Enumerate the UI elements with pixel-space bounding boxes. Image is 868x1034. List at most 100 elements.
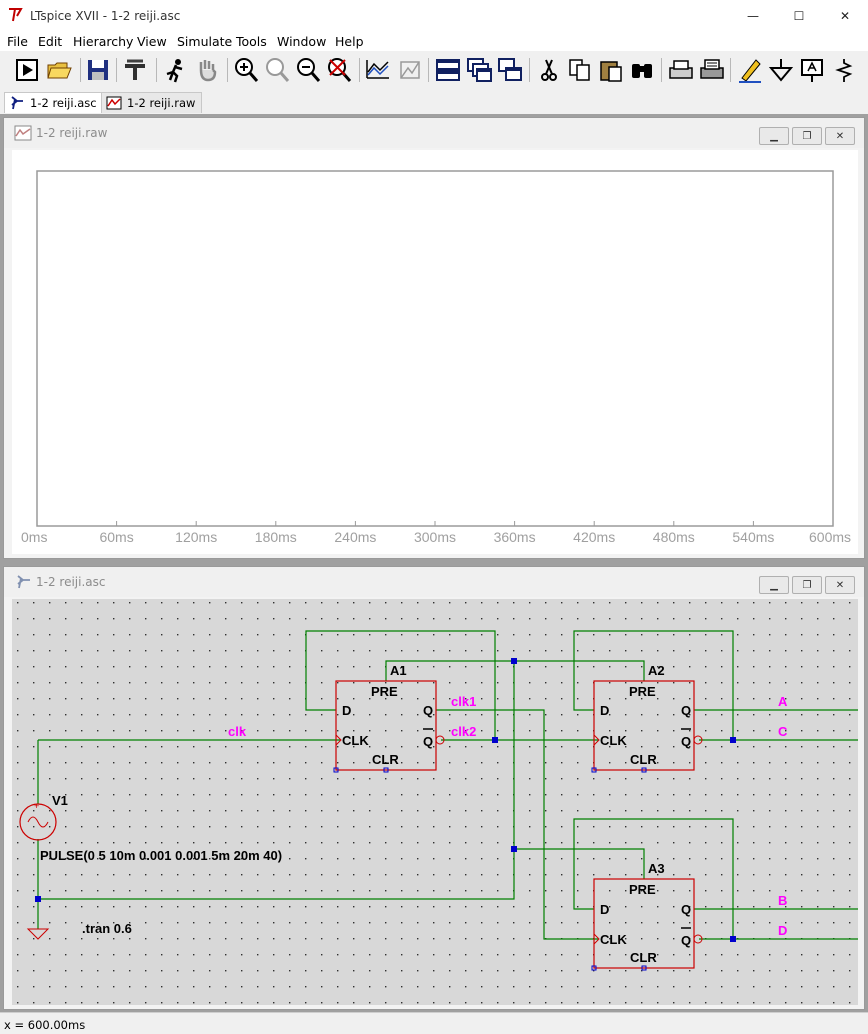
open-icon[interactable] xyxy=(45,56,73,84)
print-preview-icon[interactable] xyxy=(667,56,695,84)
schematic-restore-button[interactable]: ❐ xyxy=(792,576,822,594)
maximize-button[interactable]: ☐ xyxy=(793,8,805,23)
pin-q-label: Q xyxy=(423,703,433,718)
voltage-source-v1[interactable]: + V1 PULSE(0 5 10m 0.001 0.001 5m 20m 40… xyxy=(19,793,282,863)
x-tick-label: 0ms xyxy=(21,529,47,545)
net-label-b[interactable]: B xyxy=(778,893,787,908)
ground-symbol[interactable] xyxy=(26,928,50,940)
schematic-icon xyxy=(11,96,23,110)
pin-d-label: D xyxy=(600,703,609,718)
pin-clk-label: CLK xyxy=(342,733,369,748)
junctions xyxy=(35,658,736,942)
zoom-full-icon[interactable] xyxy=(263,56,291,84)
schematic-minimize-button[interactable]: ▁ xyxy=(759,576,789,594)
zoom-cancel-icon[interactable] xyxy=(325,56,353,84)
net-label-c[interactable]: C xyxy=(778,724,788,739)
tab-schematic[interactable]: 1-2 reiji.asc xyxy=(4,92,104,113)
tile-vertical-icon[interactable] xyxy=(496,56,524,84)
label-net-icon[interactable] xyxy=(798,56,826,84)
halt-icon[interactable] xyxy=(161,56,189,84)
pin-clr-label: CLR xyxy=(630,950,657,965)
find-icon[interactable] xyxy=(628,56,656,84)
run-icon[interactable] xyxy=(13,56,41,84)
pin-q-label: Q xyxy=(681,902,691,917)
zoom-out-icon[interactable] xyxy=(294,56,322,84)
title-bar: LTspice XVII - 1-2 reiji.asc — ☐ ✕ xyxy=(0,0,868,31)
waveform-icon xyxy=(14,125,32,141)
net-label-clk2[interactable]: clk2 xyxy=(451,724,476,739)
net-label-clk1[interactable]: clk1 xyxy=(451,694,476,709)
waveform-minimize-button[interactable]: ▁ xyxy=(759,127,789,145)
minimize-button[interactable]: — xyxy=(747,8,759,23)
menu-help[interactable]: Help xyxy=(335,34,364,49)
flipflop-name: A2 xyxy=(648,663,665,678)
zoom-in-icon[interactable] xyxy=(232,56,260,84)
menu-hierarchy[interactable]: Hierarchy xyxy=(73,34,134,49)
flipflop-a1[interactable]: A1 PRE D Q CLK Q CLR xyxy=(333,663,445,773)
print-icon[interactable] xyxy=(698,56,726,84)
tile-horizontal-icon[interactable] xyxy=(434,56,462,84)
ground-icon[interactable] xyxy=(767,56,795,84)
flipflop-a2[interactable]: A2 PRE D Q CLK Q CLR xyxy=(591,663,703,773)
schematic-close-button[interactable]: ✕ xyxy=(825,576,855,594)
waveform-close-button[interactable]: ✕ xyxy=(825,127,855,145)
x-tick-label: 180ms xyxy=(255,529,297,545)
cut-icon[interactable] xyxy=(535,56,563,84)
window-title: LTspice XVII - 1-2 reiji.asc xyxy=(30,9,181,23)
waveform-icon xyxy=(106,96,122,110)
pin-d-label: D xyxy=(342,703,351,718)
svg-text:+: + xyxy=(34,801,39,811)
x-tick-label: 540ms xyxy=(732,529,774,545)
pin-pre-label: PRE xyxy=(629,882,656,897)
control-panel-icon[interactable] xyxy=(121,56,149,84)
pin-qbar-label: Q xyxy=(681,734,691,749)
pin-d-label: D xyxy=(600,902,609,917)
net-label-clk[interactable]: clk xyxy=(228,724,247,739)
tab-waveform[interactable]: 1-2 reiji.raw xyxy=(101,92,203,113)
menu-bar: File Edit Hierarchy View Simulate Tools … xyxy=(0,31,868,51)
fit-icon[interactable] xyxy=(396,56,424,84)
ltspice-logo-icon xyxy=(9,8,23,22)
pin-clr-label: CLR xyxy=(372,752,399,767)
x-tick-label: 480ms xyxy=(653,529,695,545)
pin-clk-label: CLK xyxy=(600,932,627,947)
resistor-icon[interactable] xyxy=(830,56,858,84)
menu-edit[interactable]: Edit xyxy=(38,34,63,49)
net-label-d[interactable]: D xyxy=(778,923,787,938)
copy-icon[interactable] xyxy=(566,56,594,84)
menu-tools[interactable]: Tools xyxy=(236,34,267,49)
save-icon[interactable] xyxy=(84,56,112,84)
paste-icon[interactable] xyxy=(597,56,625,84)
more-icon[interactable] xyxy=(858,56,868,84)
menu-window[interactable]: Window xyxy=(277,34,327,49)
cursor-position-readout: x = 600.00ms xyxy=(4,1018,86,1032)
autorange-icon[interactable] xyxy=(364,56,392,84)
menu-file[interactable]: File xyxy=(7,34,28,49)
menu-simulate[interactable]: Simulate xyxy=(177,34,233,49)
toolbar xyxy=(0,52,868,91)
close-button[interactable]: ✕ xyxy=(839,8,851,23)
cascade-icon[interactable] xyxy=(465,56,493,84)
schematic-window-titlebar[interactable]: 1-2 reiji.asc ▁ ❐ ✕ xyxy=(4,567,864,597)
flipflop-a3[interactable]: A3 PRE D Q CLK Q CLR xyxy=(591,861,703,971)
pin-pre-label: PRE xyxy=(371,684,398,699)
pan-icon[interactable] xyxy=(193,56,221,84)
schematic-window: 1-2 reiji.asc ▁ ❐ ✕ xyxy=(3,566,865,1010)
menu-view[interactable]: View xyxy=(137,34,167,49)
net-label-a[interactable]: A xyxy=(778,694,788,709)
pin-qbar-label: Q xyxy=(681,933,691,948)
flipflop-name: A1 xyxy=(390,663,407,678)
document-tab-bar: 1-2 reiji.asc 1-2 reiji.raw xyxy=(0,90,868,113)
spice-directive[interactable]: .tran 0.6 xyxy=(82,921,132,936)
pin-clr-label: CLR xyxy=(630,752,657,767)
x-tick-label: 60ms xyxy=(99,529,133,545)
waveform-window-titlebar[interactable]: 1-2 reiji.raw ▁ ❐ ✕ xyxy=(4,118,864,148)
x-tick-label: 600ms xyxy=(809,529,851,545)
draw-wire-icon[interactable] xyxy=(736,56,764,84)
waveform-restore-button[interactable]: ❐ xyxy=(792,127,822,145)
schematic-canvas[interactable]: A1 PRE D Q CLK Q CLR A2 PRE D Q CLK xyxy=(12,599,858,1005)
pin-clk-label: CLK xyxy=(600,733,627,748)
